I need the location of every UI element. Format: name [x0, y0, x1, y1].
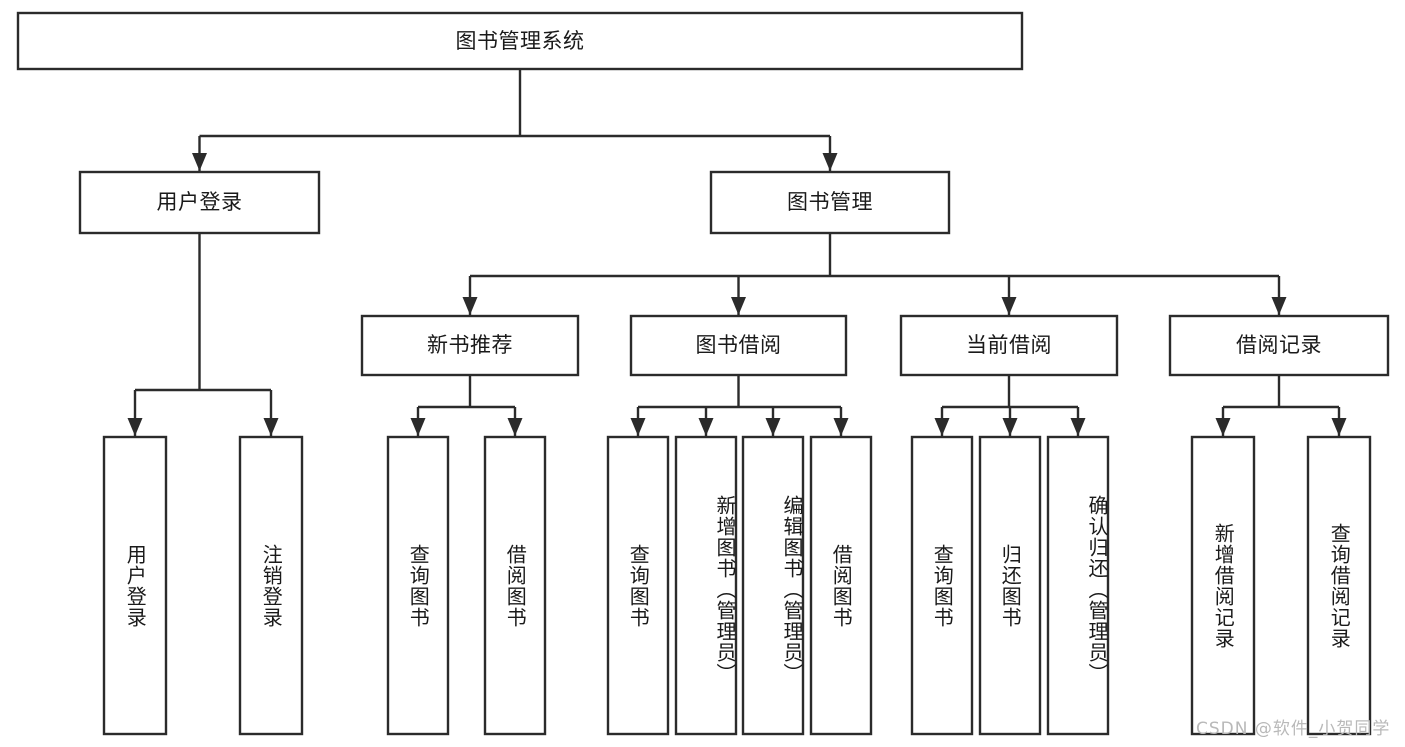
node-leaf-query-book-borrow[interactable]	[606, 435, 670, 736]
bookmgmt-arrow-1	[731, 297, 746, 315]
recommend-arrow-0	[410, 418, 426, 436]
recommend-arrow-1	[507, 418, 523, 436]
node-leaf-query-book-recommend[interactable]	[386, 435, 450, 736]
current-arrow-1	[1002, 418, 1018, 436]
node-book-management-module[interactable]	[709, 170, 951, 235]
userlogin-arrow-1	[263, 418, 279, 436]
bookmgmt-arrow-2	[1001, 297, 1017, 315]
node-leaf-add-borrow-record[interactable]	[1190, 435, 1256, 736]
borrow-arrow-2	[765, 418, 781, 436]
borrow-arrow-1	[698, 418, 714, 436]
connectors-group	[127, 69, 1347, 436]
node-leaf-query-borrow-record[interactable]	[1306, 435, 1372, 736]
record-arrow-1	[1331, 418, 1347, 436]
root-arrow-0	[192, 153, 207, 171]
root-arrow-1	[822, 153, 838, 171]
current-arrow-2	[1070, 418, 1086, 436]
node-current-borrow[interactable]	[899, 314, 1119, 377]
node-leaf-edit-book-admin[interactable]	[741, 435, 805, 736]
node-leaf-logout[interactable]	[238, 435, 304, 736]
current-arrow-0	[934, 418, 950, 436]
bookmgmt-arrow-0	[462, 297, 478, 315]
node-user-login-module[interactable]	[78, 170, 321, 235]
node-leaf-query-book-current[interactable]	[910, 435, 974, 736]
bookmgmt-arrow-3	[1271, 297, 1287, 315]
userlogin-arrow-0	[127, 418, 143, 436]
borrow-arrow-3	[833, 418, 849, 436]
node-leaf-user-login[interactable]	[102, 435, 168, 736]
node-borrow-record[interactable]	[1168, 314, 1390, 377]
node-leaf-return-book[interactable]	[978, 435, 1042, 736]
node-root[interactable]	[16, 11, 1024, 71]
node-leaf-borrow-book-recommend[interactable]	[483, 435, 547, 736]
record-arrow-0	[1215, 418, 1231, 436]
node-leaf-add-book-admin[interactable]	[674, 435, 738, 736]
node-leaf-borrow-book[interactable]	[809, 435, 873, 736]
node-leaf-confirm-return-admin[interactable]	[1046, 435, 1110, 736]
node-book-borrow[interactable]	[629, 314, 848, 377]
borrow-arrow-0	[630, 418, 646, 436]
node-new-book-recommend[interactable]	[360, 314, 580, 377]
node-boxes-group	[16, 11, 1390, 736]
